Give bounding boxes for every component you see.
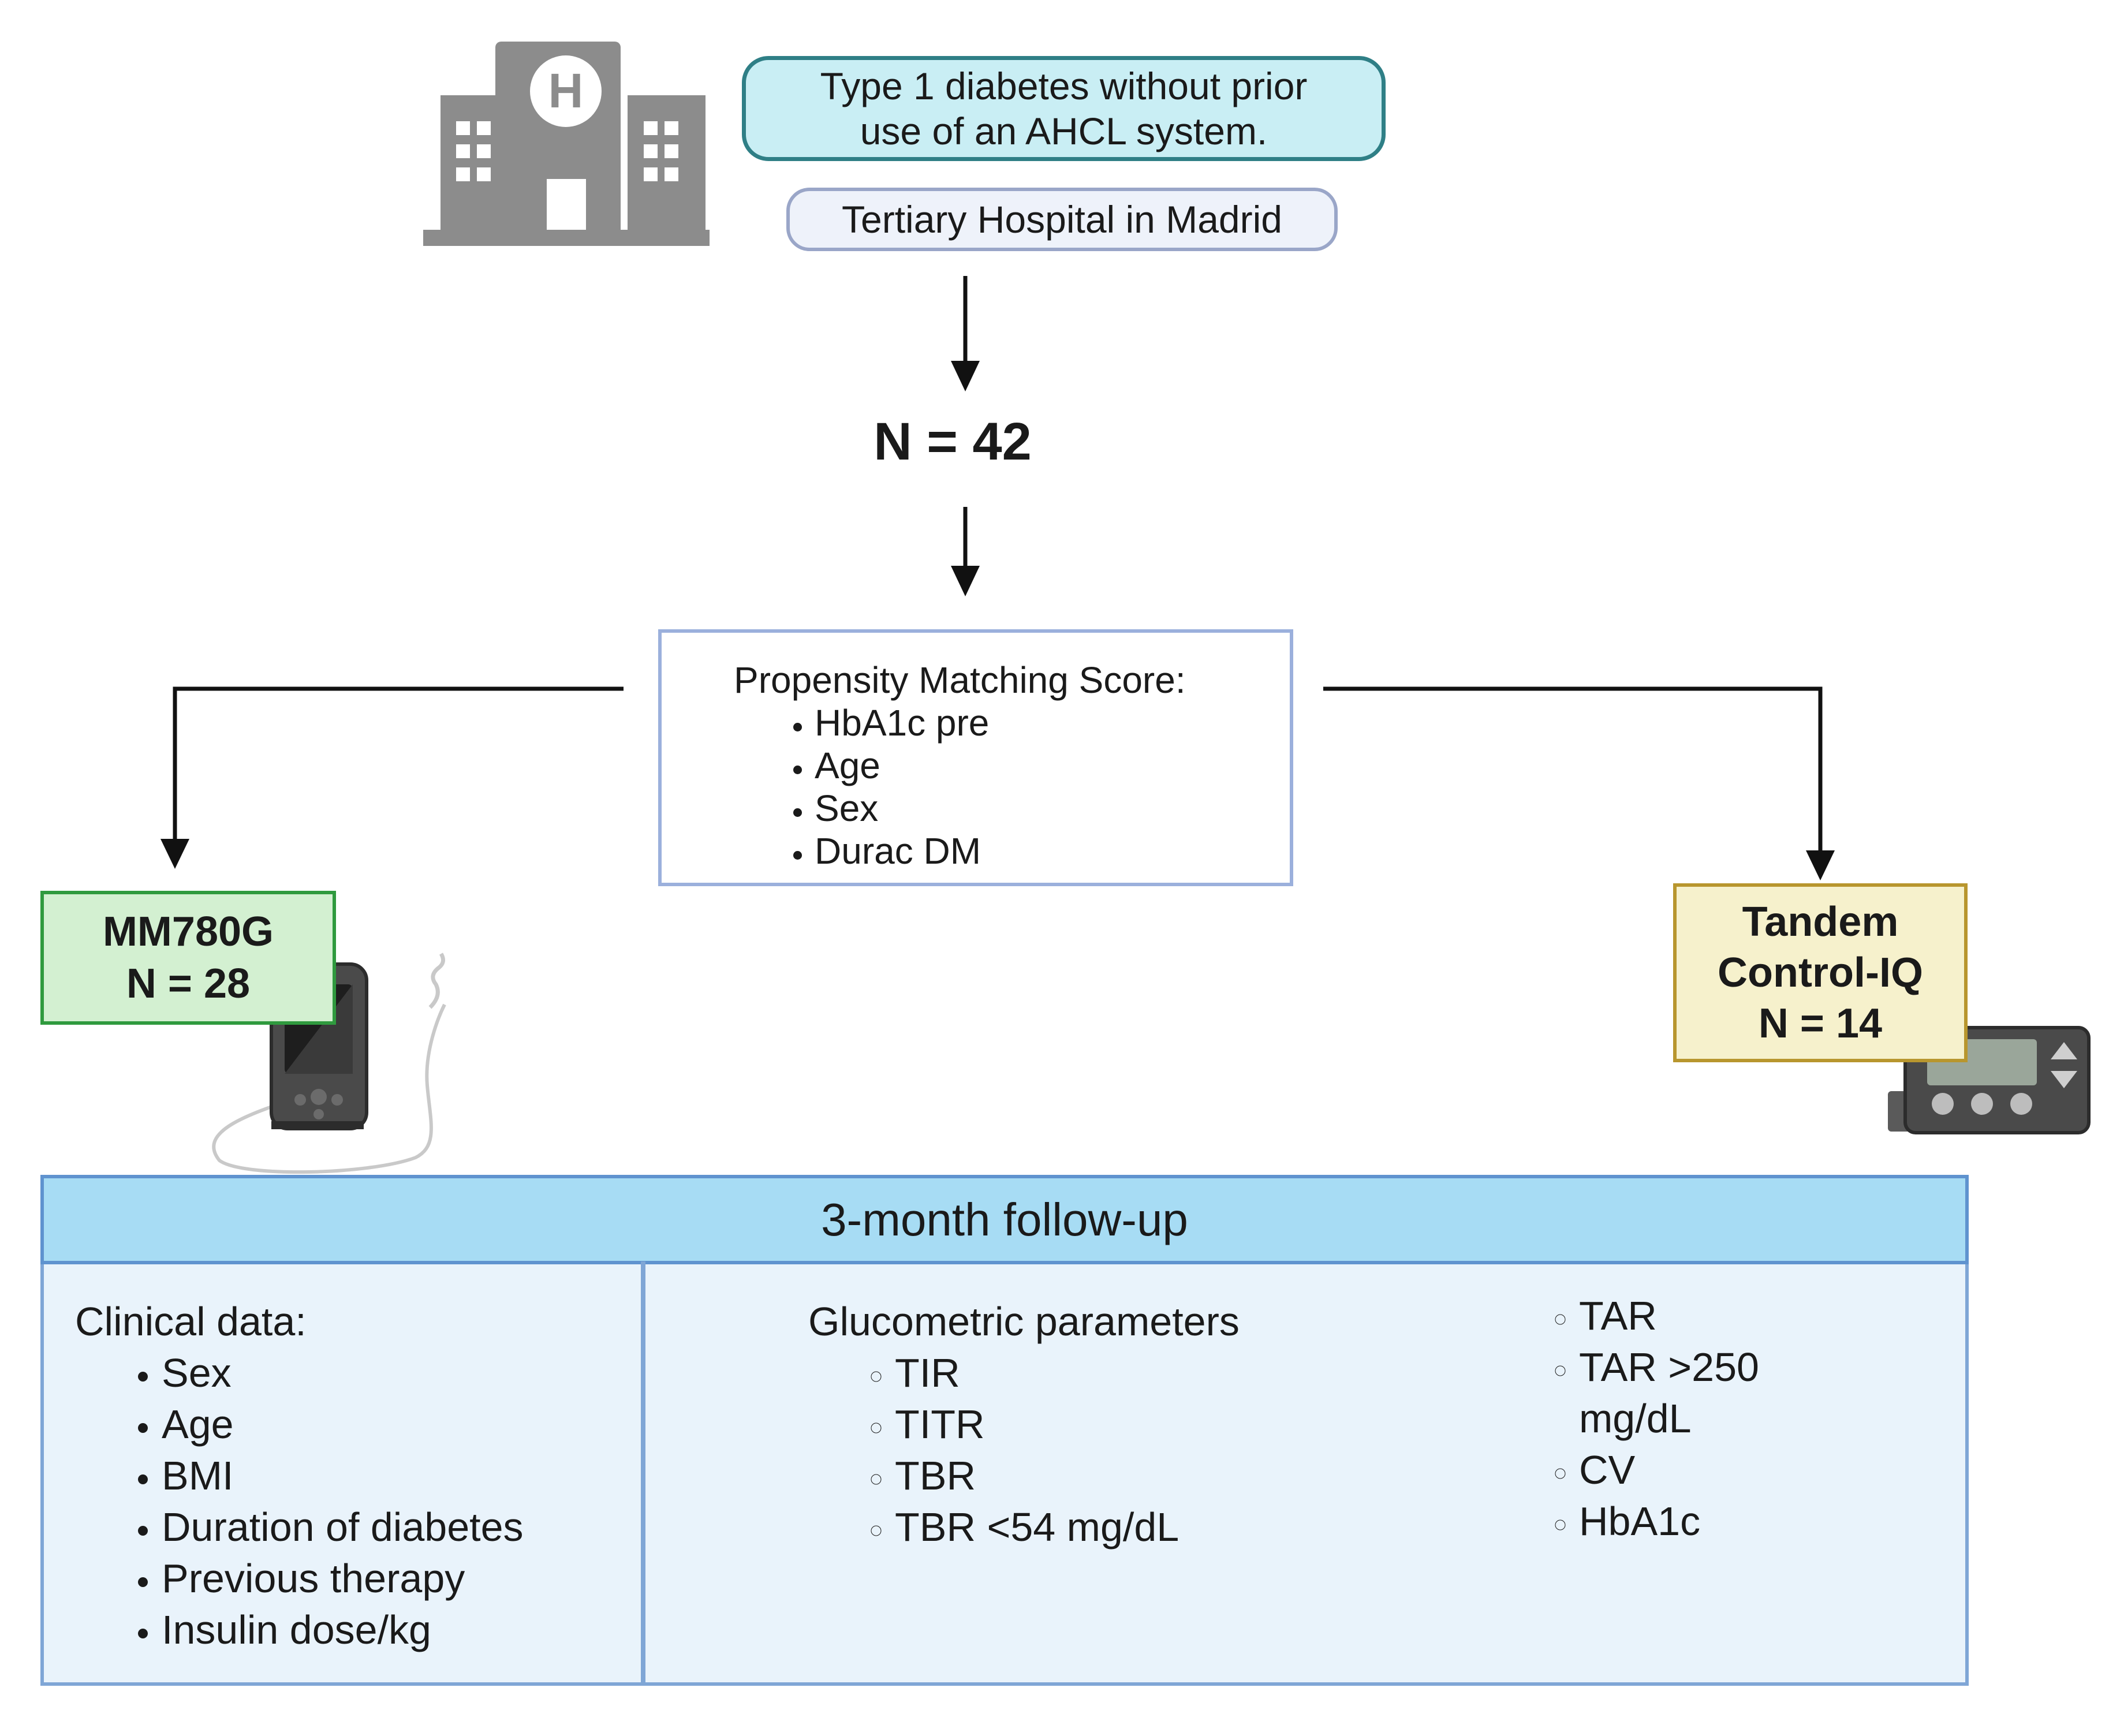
list-item: TBR [895, 1450, 1472, 1502]
tandem-count: N = 14 [1758, 1000, 1883, 1047]
list-item: Sex [815, 787, 1290, 830]
tandem-group-box: Tandem Control-IQ N = 14 [1673, 883, 1968, 1062]
tandem-subname: Control-IQ [1718, 950, 1923, 996]
list-item: Age [815, 744, 1290, 787]
clinical-title: Clinical data: [75, 1299, 307, 1344]
hospital-icon: H [423, 42, 710, 246]
arrow-to-propensity [951, 507, 980, 596]
glucometric-list-right: TAR TAR >250 mg/dL CV HbA1c [1524, 1290, 1928, 1547]
list-item: BMI [162, 1450, 629, 1502]
followup-title: 3-month follow-up [821, 1193, 1188, 1245]
list-item: Previous therapy [162, 1553, 629, 1604]
list-item: Durac DM [815, 830, 1290, 872]
propensity-list: HbA1c pre Age Sex Durac DM [734, 701, 1290, 872]
total-count: N = 42 [874, 412, 1032, 471]
hospital-label: Tertiary Hospital in Madrid [842, 198, 1282, 241]
arrow-to-mm780g [160, 686, 624, 869]
glucometric-section: Glucometric parameters TIR TITR TBR TBR … [808, 1296, 1472, 1553]
list-item: Duration of diabetes [162, 1502, 629, 1553]
list-item: CV [1579, 1444, 1928, 1496]
glucometric-title: Glucometric parameters [808, 1299, 1240, 1344]
list-item: TAR [1579, 1290, 1928, 1342]
clinical-list: Sex Age BMI Duration of diabetes Previou… [75, 1347, 629, 1656]
arrow-to-total [951, 276, 980, 391]
list-item: TIR [895, 1347, 1472, 1399]
hospital-label-box: Tertiary Hospital in Madrid [786, 188, 1338, 251]
followup-header: 3-month follow-up [40, 1175, 1969, 1264]
list-item: TBR <54 mg/dL [895, 1502, 1472, 1553]
propensity-title: Propensity Matching Score: [734, 659, 1186, 701]
criteria-line-1: Type 1 diabetes without prior [820, 65, 1308, 107]
list-item: Age [162, 1399, 629, 1450]
list-item: Insulin dose/kg [162, 1604, 629, 1656]
list-item: HbA1c pre [815, 701, 1290, 744]
list-item: HbA1c [1579, 1496, 1928, 1547]
hospital-letter: H [548, 64, 584, 118]
propensity-score-box: Propensity Matching Score: HbA1c pre Age… [658, 629, 1293, 886]
mm780g-group-box: MM780G N = 28 [40, 891, 336, 1025]
list-item: Sex [162, 1347, 629, 1399]
criteria-line-2: use of an AHCL system. [860, 110, 1268, 152]
arrow-to-tandem [1323, 686, 1835, 880]
clinical-data-section: Clinical data: Sex Age BMI Duration of d… [75, 1296, 629, 1656]
list-item: TAR >250 mg/dL [1579, 1342, 1775, 1444]
mm780g-count: N = 28 [126, 961, 251, 1007]
list-item: TITR [895, 1399, 1472, 1450]
inclusion-criteria-box: Type 1 diabetes without prior use of an … [742, 56, 1386, 161]
tandem-name: Tandem [1742, 899, 1899, 945]
mm780g-name: MM780G [102, 909, 274, 955]
glucometric-section-right: TAR TAR >250 mg/dL CV HbA1c [1524, 1290, 1928, 1547]
glucometric-list-left: TIR TITR TBR TBR <54 mg/dL [808, 1347, 1472, 1553]
panel-divider [641, 1261, 645, 1686]
